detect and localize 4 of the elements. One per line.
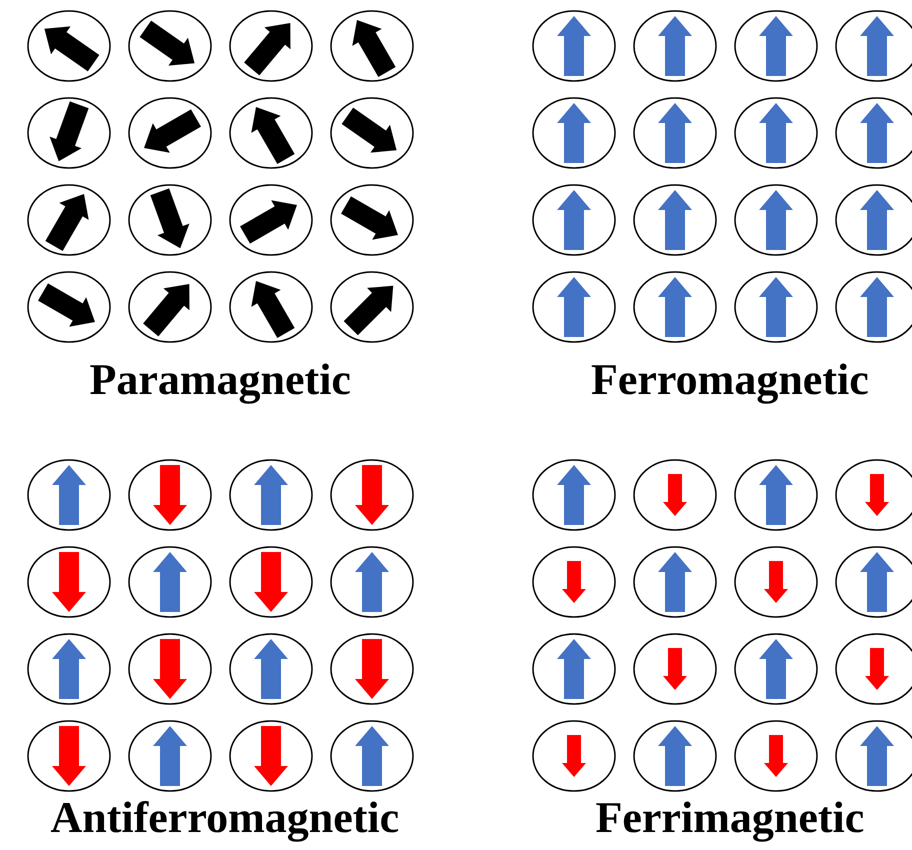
- panel-title: Antiferromagnetic: [50, 796, 400, 840]
- panel-title: Ferromagnetic: [591, 358, 869, 402]
- panel-title: Paramagnetic: [90, 358, 351, 402]
- panel-title: Ferrimagnetic: [596, 796, 864, 840]
